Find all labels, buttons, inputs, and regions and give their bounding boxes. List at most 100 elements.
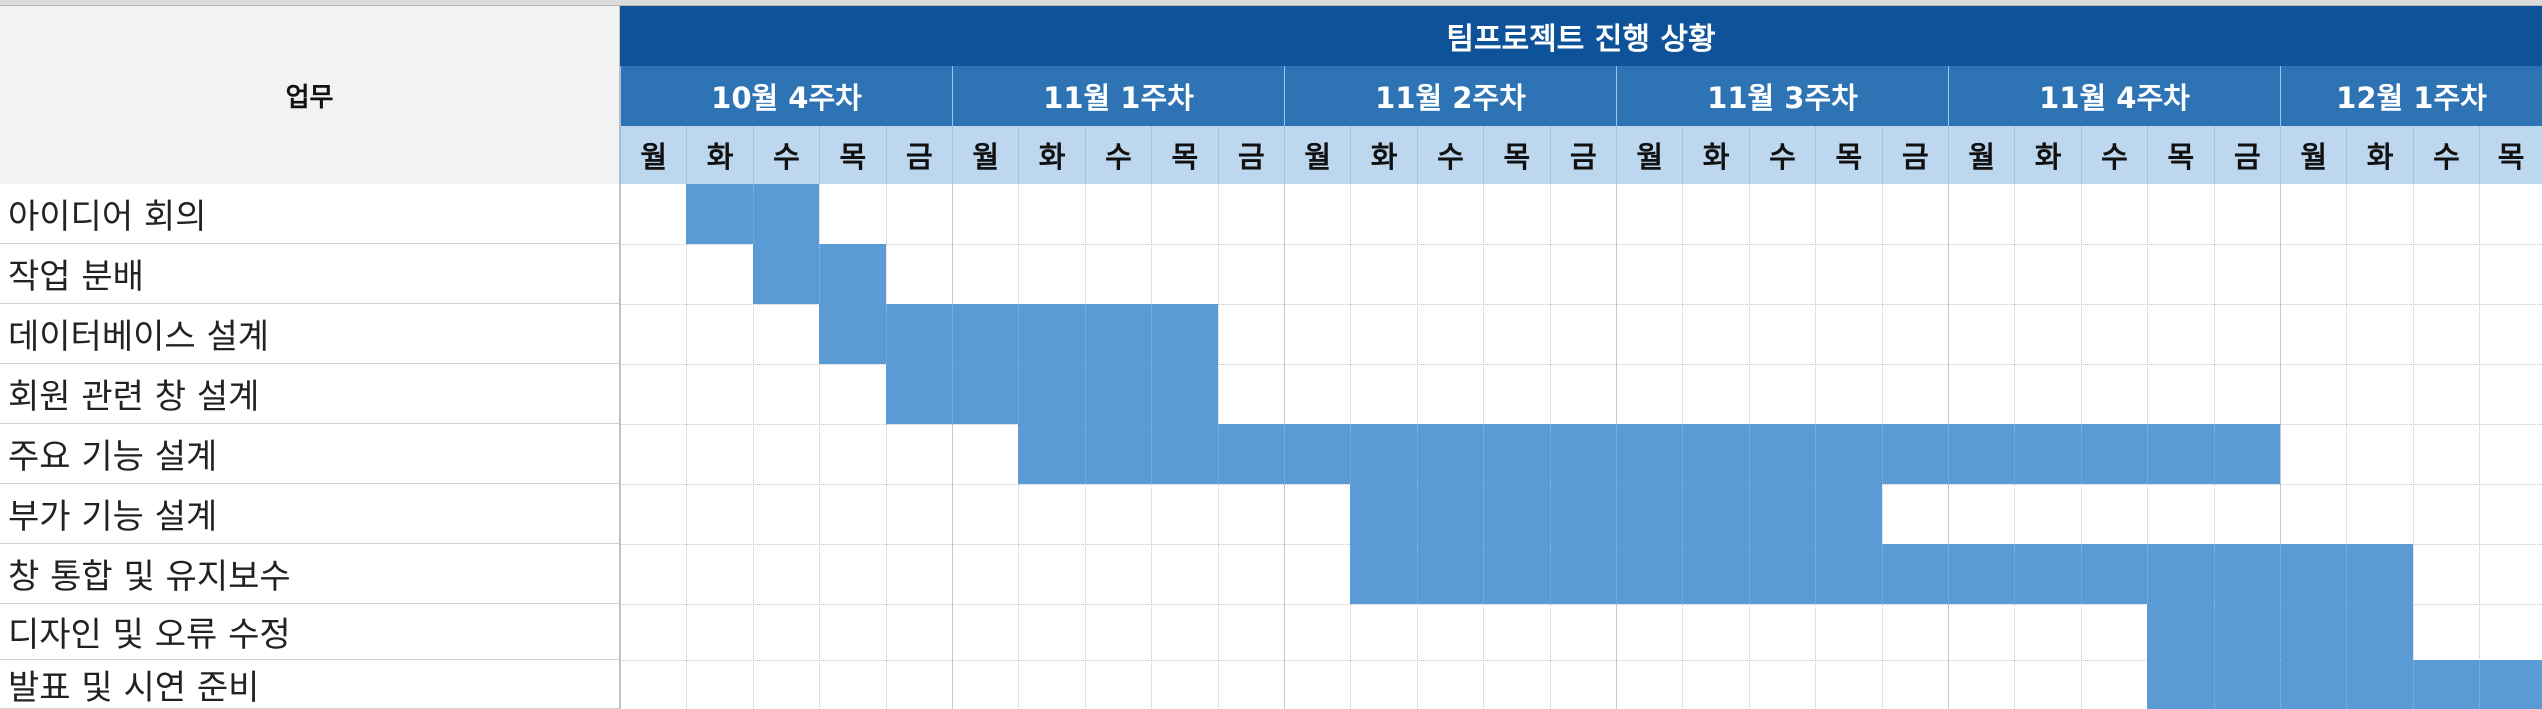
task-bar-cell-divider [1682,484,1684,544]
task-label[interactable]: 아이디어 회의 [0,184,620,244]
task-bar-cell-divider [1682,544,1684,604]
day-header: 수 [1748,126,1816,184]
task-bar-cell-divider [1283,424,1285,484]
day-header: 월 [1284,126,1351,184]
task-bar-cell-divider [1151,364,1153,424]
task-bar-cell-divider [1018,364,1020,424]
task-bar-cell-divider [1483,484,1485,544]
day-header: 금 [1549,126,1616,184]
task-bar-cell-divider [1416,544,1418,604]
task-bar[interactable] [1350,544,2413,604]
task-bar-cell-divider [2346,660,2348,709]
grid-row-line [620,304,2542,305]
task-bar-cell-divider [1881,424,1883,484]
task-bar[interactable] [2147,604,2413,660]
day-header: 화 [1682,126,1749,184]
day-header: 화 [686,126,753,184]
day-header: 월 [2280,126,2347,184]
grid-column-line [2479,184,2481,709]
task-bar-cell-divider [2080,424,2082,484]
task-bar-cell-divider [819,244,821,304]
day-header: 목 [2147,126,2214,184]
task-bar-cell-divider [1084,364,1086,424]
day-header: 금 [2213,126,2280,184]
task-bar-cell-divider [2479,660,2481,709]
task-bar-cell-divider [2014,544,2016,604]
task-bar-cell-divider [1483,424,1485,484]
grid-column-line [2280,184,2281,709]
task-bar-cell-divider [2279,544,2281,604]
week-header: 11월 2주차 [1284,66,1616,126]
task-bar-cell-divider [1748,484,1750,544]
task-bar-cell-divider [1549,544,1551,604]
task-bar[interactable] [819,304,1218,364]
task-bar[interactable] [686,184,820,244]
task-bar-cell-divider [951,304,953,364]
task-label[interactable]: 창 통합 및 유지보수 [0,544,620,604]
day-header: 월 [1948,126,2015,184]
task-bar-cell-divider [1815,424,1817,484]
task-bar-cell-divider [752,184,754,244]
task-bar-cell-divider [1682,424,1684,484]
day-header: 화 [2346,126,2413,184]
day-header: 목 [1151,126,1218,184]
grid-column-line [952,184,953,709]
task-bar-cell-divider [1947,544,1949,604]
gantt-title-text: 팀프로젝트 진행 상황 [1446,22,1716,57]
week-header: 11월 1주차 [952,66,1284,126]
task-bar-cell-divider [2014,424,2016,484]
day-header: 수 [1416,126,1484,184]
grid-column-line [885,184,887,709]
week-header: 12월 1주차 [2280,66,2542,126]
day-header: 수 [2412,126,2480,184]
grid-row-line [620,604,2542,605]
task-bar-cell-divider [1084,424,1086,484]
day-header: 월 [620,126,687,184]
task-bar-cell-divider [2279,660,2281,709]
task-label[interactable]: 회원 관련 창 설계 [0,364,620,424]
week-header: 11월 3주차 [1616,66,1948,126]
task-bar-cell-divider [1815,484,1817,544]
task-label[interactable]: 부가 기능 설계 [0,484,620,544]
task-bar-cell-divider [1549,484,1551,544]
day-header: 월 [952,126,1019,184]
task-bar[interactable] [885,364,1218,424]
day-header: 화 [1018,126,1085,184]
grid-column-line [686,184,688,709]
day-header: 화 [1350,126,1417,184]
task-label[interactable]: 데이터베이스 설계 [0,304,620,364]
task-label[interactable]: 디자인 및 오류 수정 [0,604,620,660]
day-header: 금 [1881,126,1948,184]
task-bar-cell-divider [2213,544,2215,604]
grid-column-line [752,184,754,709]
task-bar-cell-divider [2279,604,2281,660]
task-bar-cell-divider [2412,660,2414,709]
task-bar-cell-divider [1549,424,1551,484]
day-header: 금 [1217,126,1284,184]
week-header: 11월 4주차 [1948,66,2280,126]
task-bar-cell-divider [1615,424,1617,484]
day-header: 목 [819,126,886,184]
task-label[interactable]: 작업 분배 [0,244,620,304]
task-bar-cell-divider [2213,424,2215,484]
task-bar[interactable] [2147,660,2542,709]
task-bar[interactable] [1350,484,1882,544]
task-bar-cell-divider [951,364,953,424]
task-bar-cell-divider [2213,604,2215,660]
task-bar-cell-divider [1748,424,1750,484]
task-bar[interactable] [1018,424,2280,484]
task-bar-cell-divider [2147,424,2149,484]
task-column-header-label: 업무 [285,82,334,113]
task-bar[interactable] [752,244,886,304]
task-bar-cell-divider [1151,304,1153,364]
task-bar-cell-divider [1416,424,1418,484]
task-label[interactable]: 주요 기능 설계 [0,424,620,484]
task-bar-cell-divider [1350,424,1352,484]
task-label[interactable]: 발표 및 시연 준비 [0,660,620,709]
day-header: 목 [2479,126,2542,184]
task-bar-cell-divider [2147,544,2149,604]
grid-row-line [620,364,2542,365]
task-bar-cell-divider [1748,544,1750,604]
week-header: 10월 4주차 [620,66,952,126]
task-bar-cell-divider [1151,424,1153,484]
